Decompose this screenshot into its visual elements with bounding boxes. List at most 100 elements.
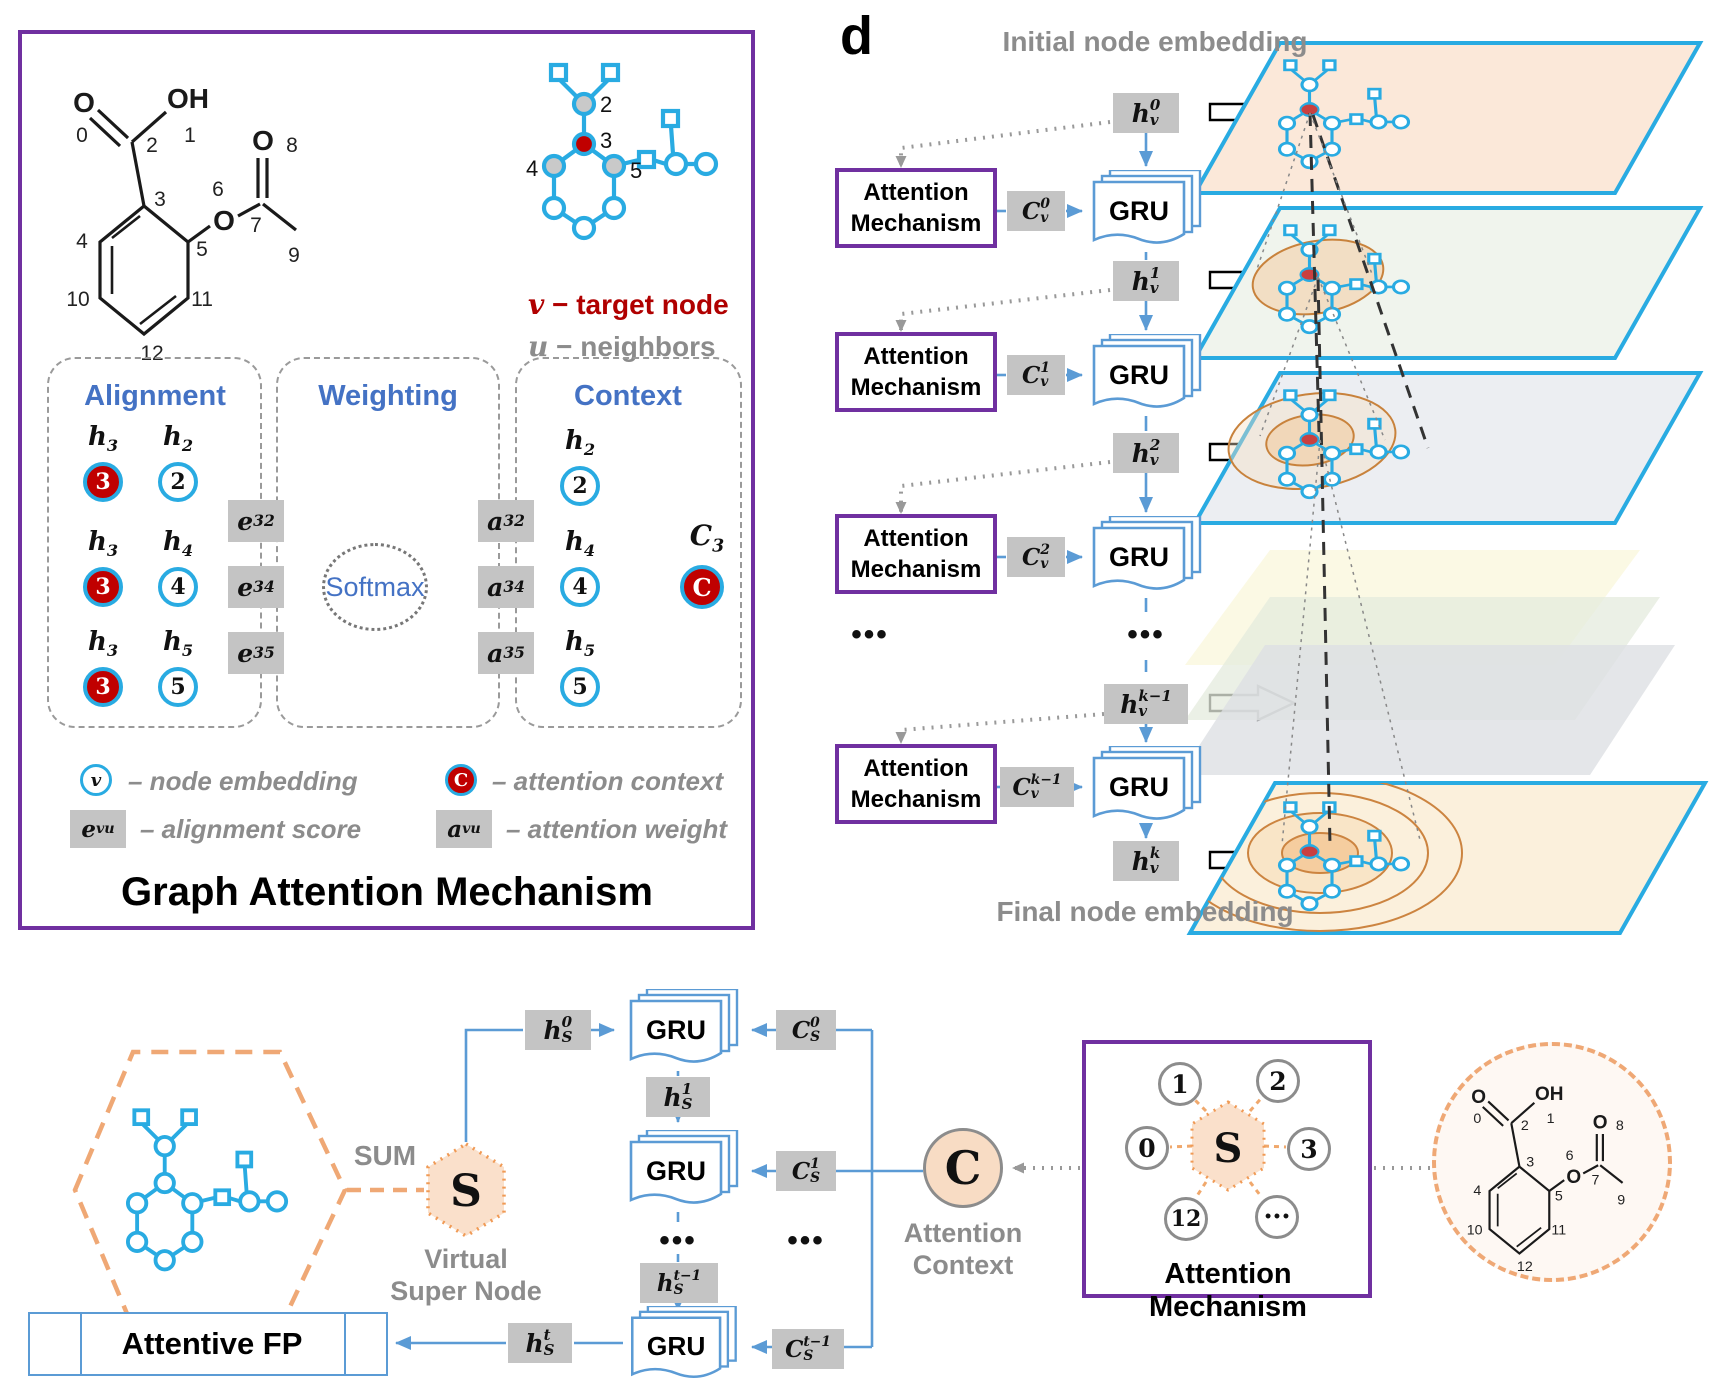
context-title: Context <box>574 380 682 412</box>
ctx-h4-label: h4 <box>564 527 596 561</box>
attention-context-caption-1: Attention <box>903 1218 1023 1248</box>
weighting-title: Weighting <box>318 380 458 412</box>
graph-attention-panel <box>18 30 755 930</box>
ctx-h2-label: h2 <box>564 426 596 460</box>
initial-embedding-caption: Initial node embedding <box>1002 26 1308 57</box>
legend-v-node: v <box>80 764 112 796</box>
alignment-title: Alignment <box>84 380 226 412</box>
molecule-graph-colored: 2 3 4 5 <box>526 62 719 241</box>
graph-label-2: 2 <box>600 92 612 117</box>
gru-block: GRU <box>629 1130 739 1204</box>
attentive-fp-label: Attentive FP <box>121 1326 303 1361</box>
h5-label: h5 <box>162 627 194 661</box>
node-5: 5 <box>158 667 198 707</box>
attentive-fp-box: Attentive FP <box>28 1312 388 1376</box>
embedding-planes <box>1180 41 1709 935</box>
c3-label: C3 <box>689 519 725 557</box>
am-node-1: 1 <box>1158 1062 1202 1106</box>
legend-c-node: C <box>445 764 477 796</box>
h4-label: h4 <box>162 527 194 561</box>
h3-label: h3 <box>87 527 119 561</box>
ellipsis: ••• <box>1127 618 1165 651</box>
super-node-s: S <box>450 1166 482 1217</box>
svg-text:GRU: GRU <box>1109 196 1169 226</box>
target-var: v <box>528 288 545 321</box>
h3-label: h3 <box>87 422 119 456</box>
ctx-node-5: 5 <box>560 667 600 707</box>
am-node-0: 0 <box>1125 1126 1169 1170</box>
target-node-legend: v − target node <box>528 288 729 321</box>
gru-block: GRU <box>1092 170 1202 244</box>
svg-text:GRU: GRU <box>647 1331 706 1361</box>
legend-attention-context: – attention context <box>492 766 724 796</box>
graph-label-3: 3 <box>600 128 612 153</box>
ctx-h5-label: h5 <box>564 627 596 661</box>
ellipsis: ••• <box>659 1224 697 1257</box>
svg-text:GRU: GRU <box>646 1156 706 1186</box>
ctx-node-4: 4 <box>560 567 600 607</box>
weighting-column <box>276 357 500 728</box>
graph-label-4: 4 <box>526 156 538 181</box>
svg-text:GRU: GRU <box>1109 542 1169 572</box>
am-node-more: ••• <box>1255 1195 1299 1239</box>
softmax-ellipse: Softmax <box>322 543 428 631</box>
gru-block: GRU <box>1092 516 1202 590</box>
h3-label: h3 <box>87 627 119 661</box>
h2-label: h2 <box>162 422 194 456</box>
ellipsis: ••• <box>851 618 889 651</box>
am-node-12: 12 <box>1164 1197 1208 1241</box>
panel-a-title: Graph Attention Mechanism <box>121 870 653 914</box>
am-node-3: 3 <box>1287 1127 1331 1171</box>
aspirin-formula <box>64 81 302 367</box>
node-4: 4 <box>158 567 198 607</box>
neighbors-legend: u − neighbors <box>528 330 716 363</box>
graph-label-5: 5 <box>630 158 642 183</box>
sum-label: SUM <box>353 1140 417 1171</box>
svg-text:GRU: GRU <box>1109 360 1169 390</box>
node-3-red: 3 <box>83 667 123 707</box>
node-2: 2 <box>158 462 198 502</box>
virtual-supernode-caption-1: Virtual <box>424 1244 508 1274</box>
attention-context-circle: C <box>923 1128 1003 1208</box>
ellipsis: ••• <box>787 1224 825 1257</box>
gru-block: GRU <box>1092 746 1202 820</box>
attention-context-caption-2: Context <box>912 1250 1014 1280</box>
neighbors-var: u <box>528 330 549 363</box>
node-3-red: 3 <box>83 462 123 502</box>
panel-d-label: d <box>840 6 873 66</box>
svg-text:GRU: GRU <box>1109 772 1169 802</box>
embedding-to-plane-arrows <box>1208 93 1297 879</box>
svg-text:GRU: GRU <box>646 1015 706 1045</box>
virtual-supernode-caption-2: Super Node <box>390 1276 542 1306</box>
aspirin-formula-small <box>1465 1082 1627 1277</box>
legend-attention-weight: – attention weight <box>506 814 727 844</box>
attention-mechanism-title: Attention Mechanism <box>1149 1258 1307 1323</box>
